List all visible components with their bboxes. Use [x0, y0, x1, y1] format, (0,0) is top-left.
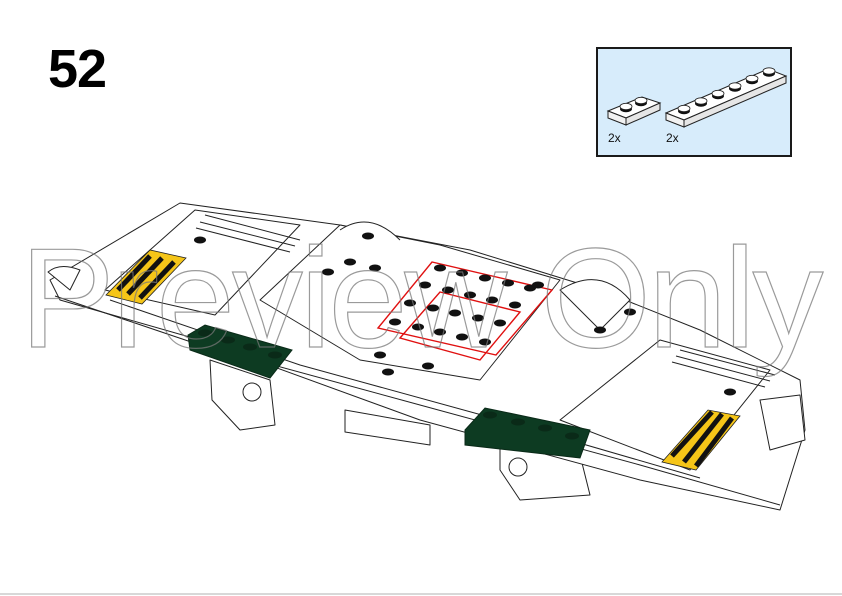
plate-1x6-icon: [664, 67, 788, 128]
part-quantity: 2x: [608, 131, 621, 145]
part-quantity: 2x: [666, 131, 679, 145]
plate-1x2-icon: [606, 96, 662, 126]
step-number: 52: [48, 39, 107, 99]
parts-callout: 2x 2x: [596, 47, 792, 157]
page-bottom-rule: [0, 593, 842, 595]
watermark: Preview Only: [19, 219, 824, 378]
